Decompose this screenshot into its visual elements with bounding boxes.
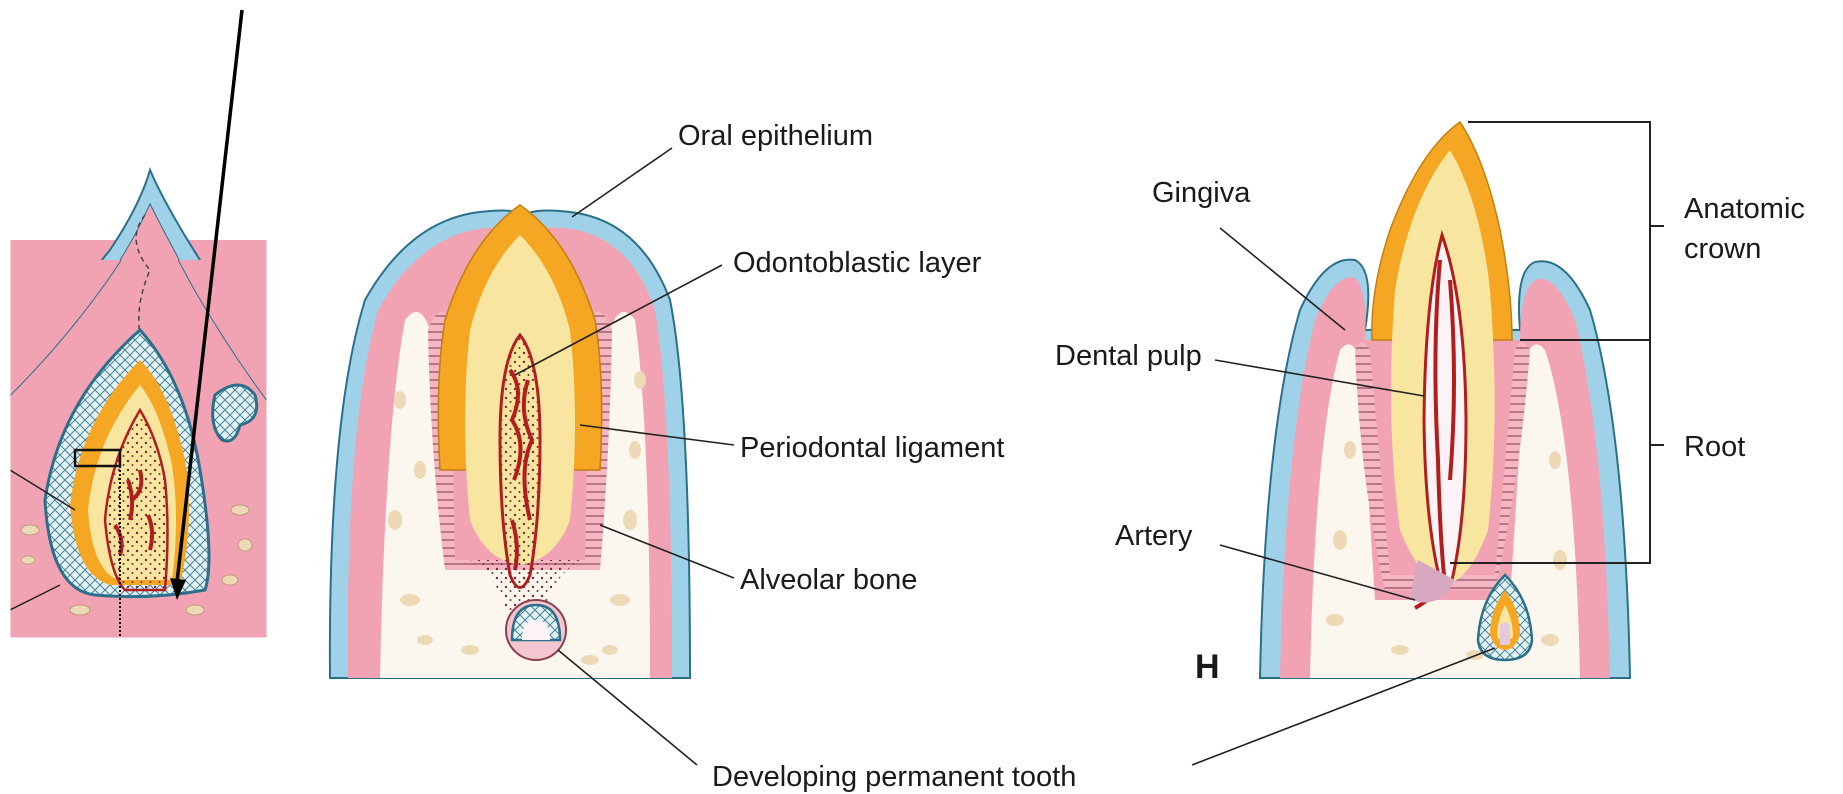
middle-panel-erupting-tooth — [330, 205, 690, 678]
label-alveolar-bone: Alveolar bone — [740, 564, 917, 596]
leader-oral-epithelium — [572, 148, 672, 217]
left-panel-crop — [10, 10, 267, 638]
label-gingiva: Gingiva — [1152, 177, 1251, 209]
label-periodontal-ligament: Periodontal ligament — [740, 432, 1004, 464]
label-odontoblastic-layer: Odontoblastic layer — [733, 247, 982, 279]
label-oral-epithelium: Oral epithelium — [678, 120, 873, 152]
right-panel-erupted-tooth — [1260, 122, 1664, 678]
label-crown: crown — [1684, 233, 1761, 265]
labels: Oral epithelium Odontoblastic layer Peri… — [678, 120, 1805, 793]
label-developing-permanent-tooth: Developing permanent tooth — [712, 761, 1076, 793]
label-dental-pulp: Dental pulp — [1055, 340, 1202, 372]
label-root: Root — [1684, 431, 1745, 463]
panel-letter-h: H — [1195, 648, 1220, 686]
label-anatomic: Anatomic — [1684, 193, 1805, 225]
label-artery: Artery — [1115, 520, 1193, 552]
